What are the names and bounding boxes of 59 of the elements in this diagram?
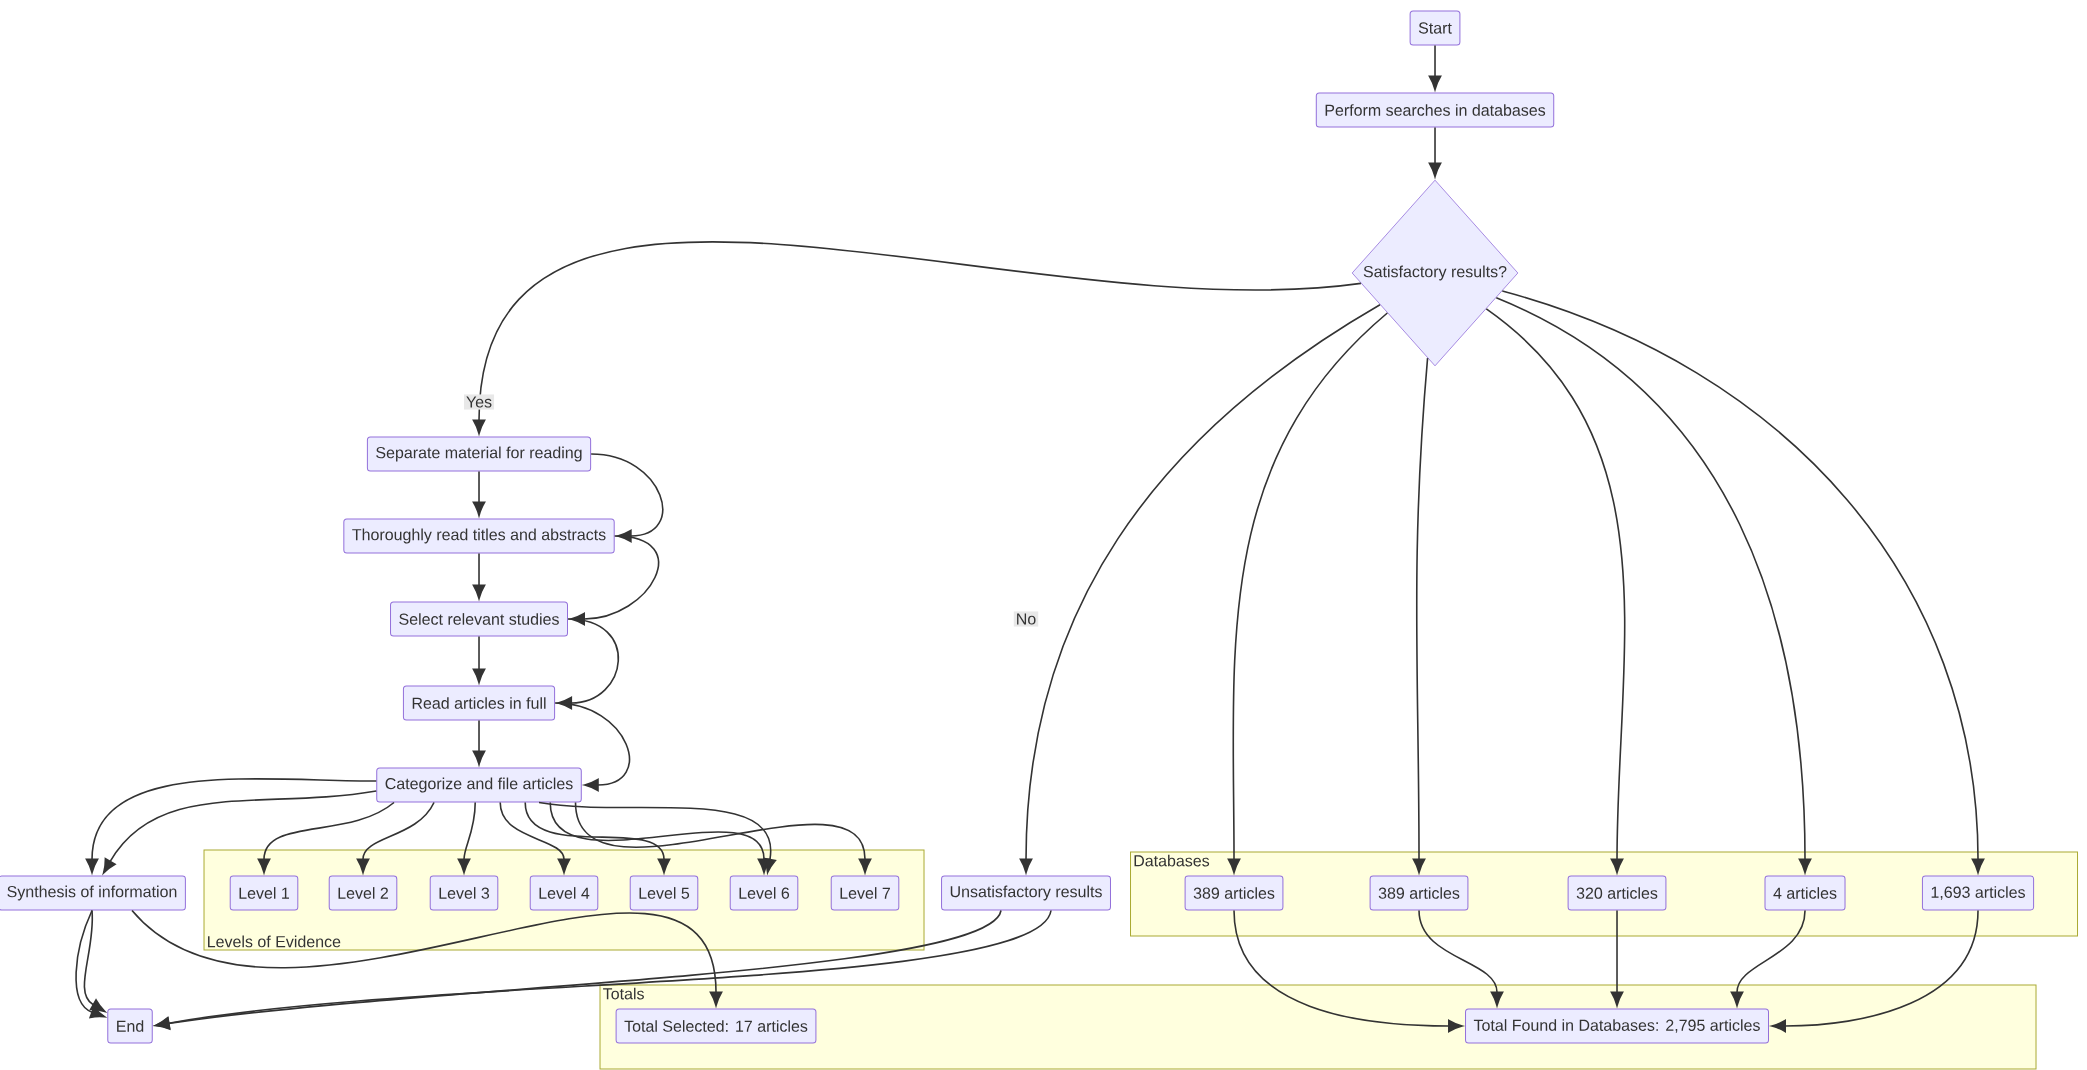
arrow [1485,308,1626,874]
arrow [83,909,106,1013]
process-box: Select relevant studies [390,601,568,637]
edge-label: No [1013,611,1039,627]
arrow [1495,296,1812,874]
arrow [557,618,620,710]
arrow [1227,312,1389,874]
arrow [472,552,486,600]
arrow [102,790,378,874]
process-box: 389 articles [1184,875,1284,911]
process-box: 320 articles [1567,875,1667,911]
process-box: 389 articles [1369,875,1469,911]
arrow [457,801,476,874]
arrow [356,801,435,874]
process-box: Separate material for reading [366,436,592,472]
arrow [574,801,872,874]
edge-label: Yes [463,394,495,410]
arrow [1428,126,1442,178]
arrow [1019,303,1381,874]
process-box: Level 6 [729,875,799,911]
arrow [1412,357,1429,874]
arrow [472,241,1362,435]
arrow [1501,290,1985,874]
process-box: Total Found in Databases: 2,795 articles [1465,1008,1769,1044]
process-box: Perform searches in databases [1315,92,1555,128]
process-box: Total Selected: 17 articles [615,1008,817,1044]
arrow [590,453,664,543]
arrow [472,635,486,684]
process-box: Synthesis of information [0,875,186,911]
arrow [472,719,486,766]
process-box: Level 1 [229,875,299,911]
process-box: Level 5 [629,875,699,911]
arrow [499,801,571,874]
arrow [524,801,671,874]
process-box: Categorize and file articles [376,767,582,803]
process-box: Level 7 [830,875,900,911]
arrow [1428,44,1442,91]
process-box: 1,693 articles [1921,875,2035,911]
process-box: Level 2 [328,875,398,911]
arrow [1610,909,1624,1007]
arrow [1730,909,1806,1007]
arrow [75,909,106,1019]
arrow [257,801,395,874]
arrow [131,909,723,1007]
arrow [570,535,659,626]
arrow [1233,909,1463,1033]
process-box: Level 3 [429,875,499,911]
arrow [1418,909,1504,1007]
process-box: Level 4 [529,875,599,911]
process-box: Unsatisfactory results [941,875,1111,911]
process-box: End [107,1008,153,1044]
process-box: Read articles in full [402,685,556,721]
process-box: Thoroughly read titles and abstracts [343,518,615,554]
process-box: Start [1409,10,1461,46]
arrow [472,470,486,517]
arrow [85,778,378,874]
arrow [554,702,630,792]
process-box: 4 articles [1764,875,1846,911]
arrow [1771,909,1979,1033]
